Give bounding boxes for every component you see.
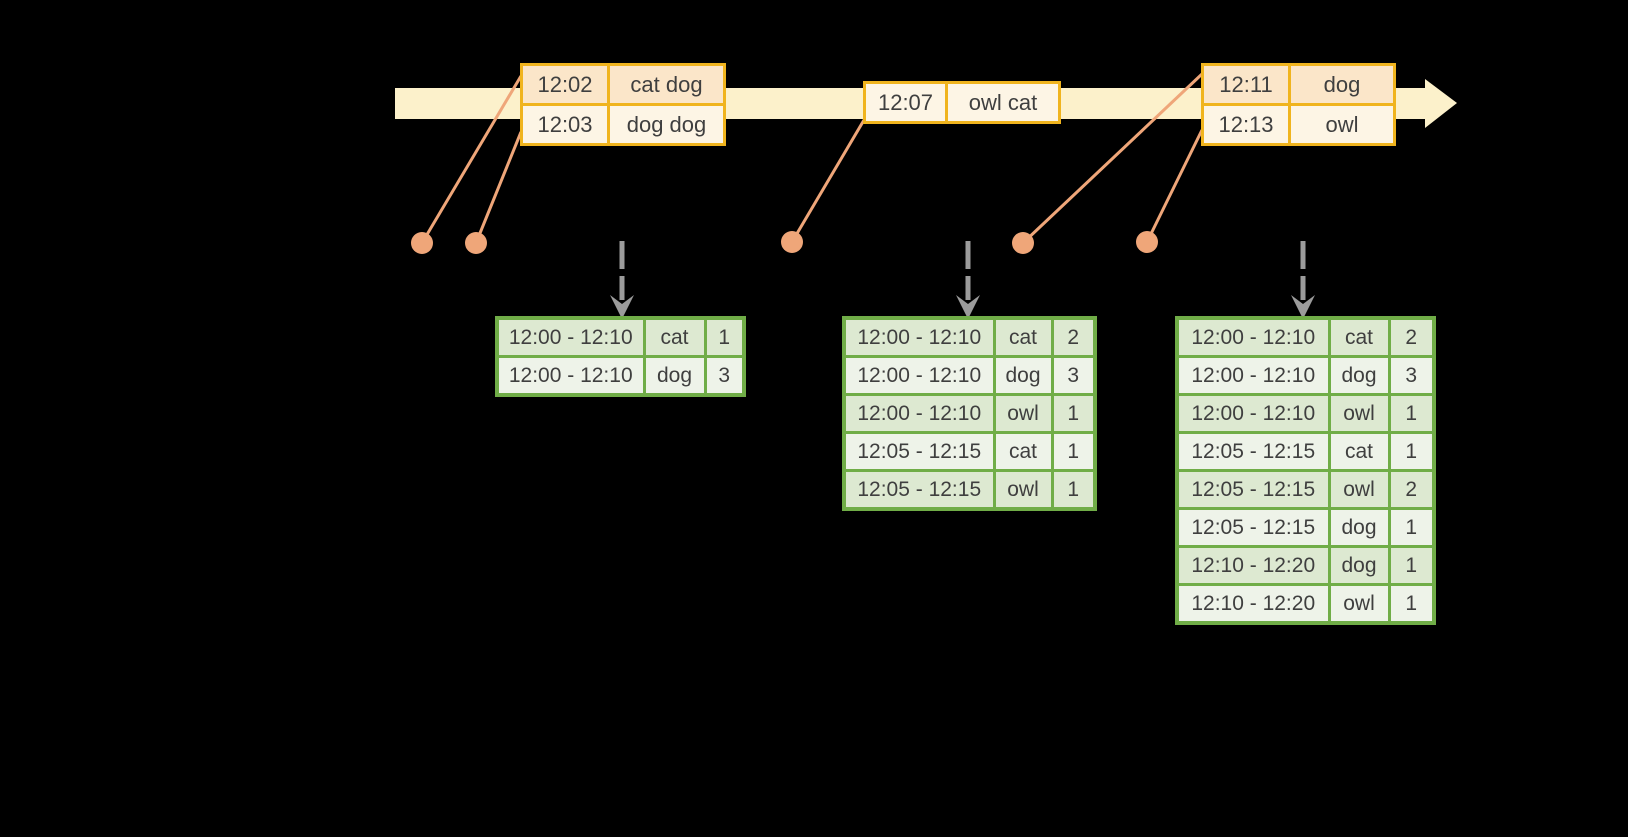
- word-cell: dog: [992, 355, 1054, 396]
- window-cell: 12:00 - 12:10: [495, 316, 646, 358]
- connector-event-1202: [420, 75, 523, 244]
- event-time-cell: 12:13: [1201, 103, 1291, 146]
- count-cell: 2: [1387, 469, 1436, 510]
- connector-event-1203: [474, 131, 523, 244]
- event-words-cell: owl: [1288, 103, 1396, 146]
- word-cell: dog: [1327, 355, 1391, 396]
- window-cell: 12:00 - 12:10: [1175, 316, 1331, 358]
- window-cell: 12:00 - 12:10: [1175, 355, 1331, 396]
- count-cell: 1: [1050, 393, 1097, 434]
- word-cell: owl: [1327, 393, 1391, 434]
- window-cell: 12:10 - 12:20: [1175, 545, 1331, 586]
- trigger-arrowhead-2-icon: [956, 295, 980, 319]
- word-cell: cat: [992, 316, 1054, 358]
- word-cell: cat: [992, 431, 1054, 472]
- window-cell: 12:05 - 12:15: [1175, 431, 1331, 472]
- arrival-dot-2: [465, 232, 487, 254]
- event-time-cell: 12:07: [863, 81, 948, 124]
- window-cell: 12:00 - 12:10: [495, 355, 646, 397]
- trigger-arrowhead-1-icon: [610, 295, 634, 319]
- event-words-cell: dog: [1288, 63, 1396, 106]
- window-cell: 12:05 - 12:15: [842, 431, 996, 472]
- count-cell: 1: [1387, 431, 1436, 472]
- word-cell: cat: [642, 316, 707, 358]
- word-cell: cat: [1327, 316, 1391, 358]
- word-cell: dog: [1327, 545, 1391, 586]
- window-cell: 12:00 - 12:10: [842, 355, 996, 396]
- window-cell: 12:05 - 12:15: [842, 469, 996, 511]
- connector-event-1211: [1021, 72, 1204, 245]
- count-cell: 1: [1387, 507, 1436, 548]
- word-cell: owl: [1327, 469, 1391, 510]
- word-cell: owl: [992, 469, 1054, 511]
- event-time-cell: 12:02: [520, 63, 610, 106]
- count-cell: 2: [1387, 316, 1436, 358]
- window-cell: 12:00 - 12:10: [842, 393, 996, 434]
- count-cell: 2: [1050, 316, 1097, 358]
- connector-event-1213: [1145, 129, 1204, 243]
- count-cell: 3: [1387, 355, 1436, 396]
- trigger-arrowhead-3-icon: [1291, 295, 1315, 319]
- count-cell: 1: [1050, 431, 1097, 472]
- count-cell: 1: [1050, 469, 1097, 511]
- arrival-dot-4: [1012, 232, 1034, 254]
- word-cell: owl: [1327, 583, 1391, 625]
- window-cell: 12:10 - 12:20: [1175, 583, 1331, 625]
- count-cell: 1: [703, 316, 746, 358]
- count-cell: 3: [1050, 355, 1097, 396]
- event-time-cell: 12:11: [1201, 63, 1291, 106]
- event-time-cell: 12:03: [520, 103, 610, 146]
- count-cell: 1: [1387, 545, 1436, 586]
- count-cell: 1: [1387, 393, 1436, 434]
- word-cell: owl: [992, 393, 1054, 434]
- word-cell: dog: [1327, 507, 1391, 548]
- event-words-cell: dog dog: [607, 103, 726, 146]
- arrival-dot-3: [781, 231, 803, 253]
- connector-event-1207: [790, 119, 866, 243]
- word-cell: dog: [642, 355, 707, 397]
- arrival-dot-1: [411, 232, 433, 254]
- window-cell: 12:05 - 12:15: [1175, 469, 1331, 510]
- count-cell: 1: [1387, 583, 1436, 625]
- event-words-cell: cat dog: [607, 63, 726, 106]
- window-cell: 12:00 - 12:10: [1175, 393, 1331, 434]
- count-cell: 3: [703, 355, 746, 397]
- event-words-cell: owl cat: [945, 81, 1061, 124]
- timeline-arrow-icon: [1425, 79, 1457, 128]
- window-cell: 12:05 - 12:15: [1175, 507, 1331, 548]
- word-cell: cat: [1327, 431, 1391, 472]
- window-cell: 12:00 - 12:10: [842, 316, 996, 358]
- arrival-dot-5: [1136, 231, 1158, 253]
